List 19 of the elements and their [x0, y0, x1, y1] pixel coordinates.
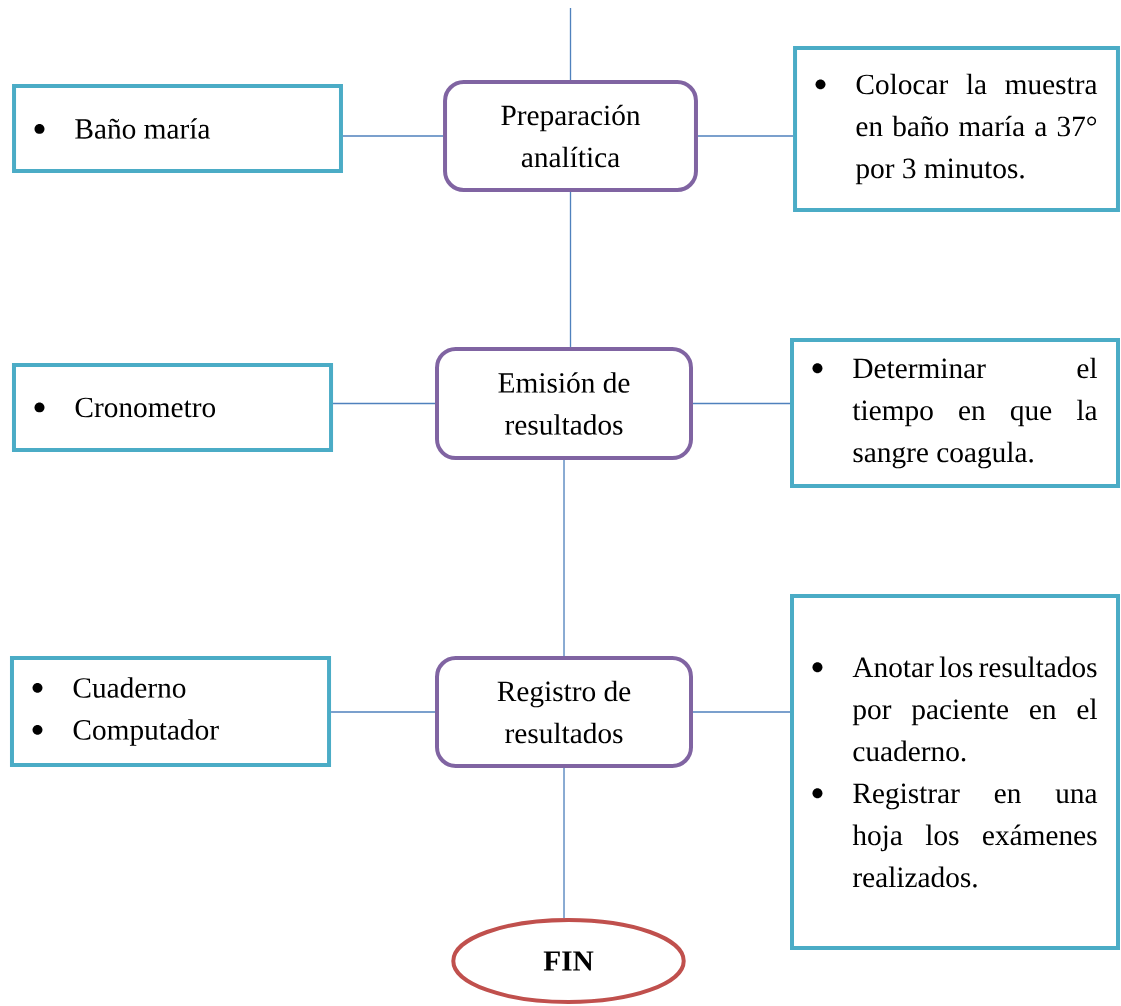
connector-line	[569, 7, 572, 81]
process-box: Emisión de resultados	[435, 346, 693, 461]
bullet-list-box: Baño maría	[12, 83, 343, 174]
connector-line	[563, 459, 565, 657]
bullet-list-box: Colocar la muestra en baño maría a 37° por 3 minutos.	[793, 46, 1120, 212]
bullet-list-box: Anotar los resultados por paciente en el cuaderno. Registrar en una hoja los exámenes realizados.	[790, 594, 1120, 950]
bullet-list-box: Cuaderno Computador	[9, 656, 332, 767]
connector-line	[569, 191, 572, 348]
bullet-list-box: Cronometro	[12, 362, 334, 453]
connector-line	[692, 711, 791, 713]
connector-line	[330, 711, 436, 713]
connector-line	[697, 135, 794, 137]
connector-line	[332, 402, 436, 405]
bullet-list-box: Determinar el tiempo en que la sangre coagula.	[790, 338, 1120, 488]
process-box: Registro de resultados	[435, 656, 693, 768]
connector-line	[563, 767, 565, 919]
connector-line	[342, 135, 444, 137]
process-box: Preparación analítica	[443, 80, 698, 192]
connector-line	[692, 402, 791, 405]
